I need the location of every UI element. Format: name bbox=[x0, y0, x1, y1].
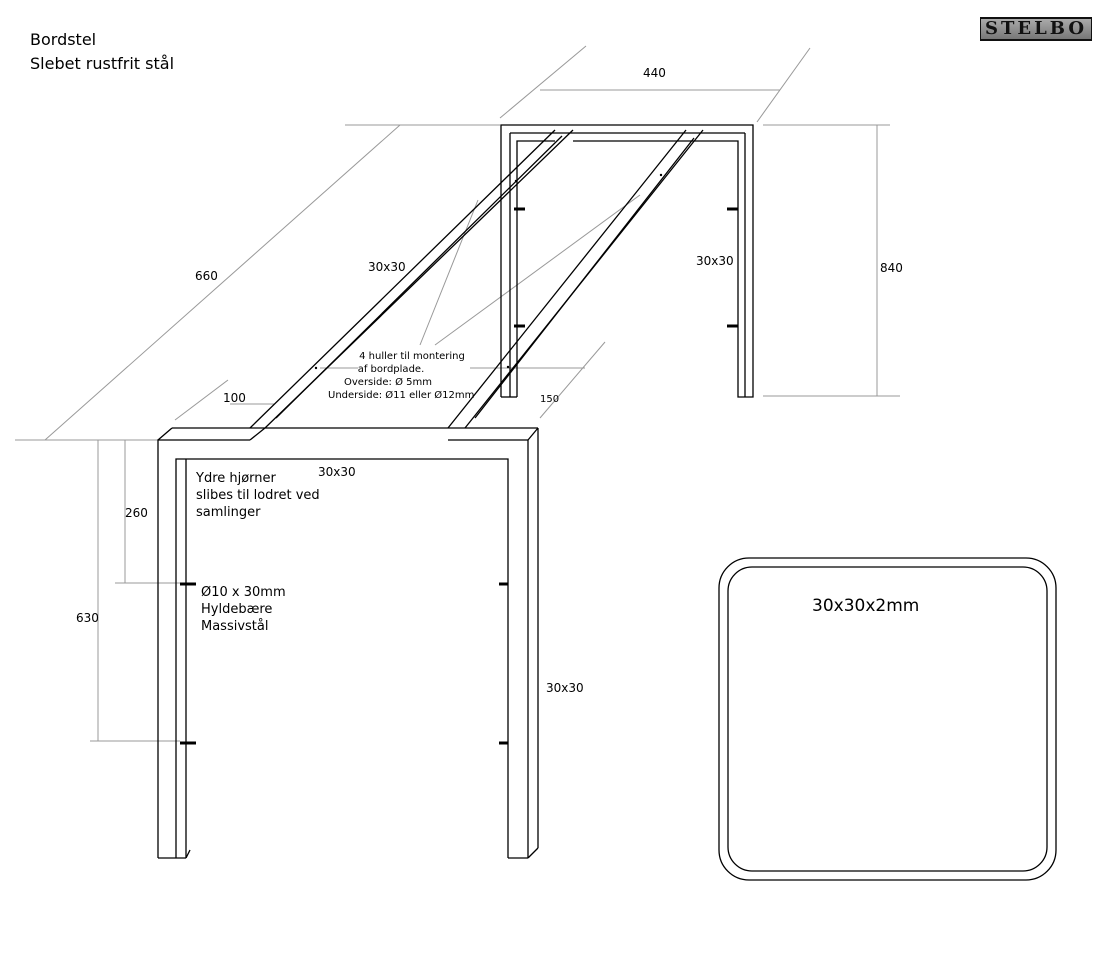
logo-text: STELBO bbox=[981, 19, 1091, 39]
title: Bordstel Slebet rustfrit stål bbox=[30, 28, 174, 76]
note-corners: Ydre hjørner slibes til lodret ved samli… bbox=[196, 470, 320, 521]
dimension-lines bbox=[15, 45, 900, 742]
note-pins: Ø10 x 30mm Hyldebære Massivstål bbox=[201, 584, 286, 635]
front-frame bbox=[157, 427, 539, 859]
profile-rail: 30x30 bbox=[368, 260, 406, 274]
back-frame bbox=[500, 124, 754, 398]
holes bbox=[314, 173, 663, 370]
note-line: samlinger bbox=[196, 505, 261, 520]
title-line1: Bordstel bbox=[30, 30, 97, 49]
note-line: Massivstål bbox=[201, 619, 269, 634]
title-line2: Slebet rustfrit stål bbox=[30, 54, 175, 73]
diagonal-rails bbox=[249, 129, 704, 429]
note-line: af bordplade. bbox=[357, 364, 425, 375]
stelbo-logo: STELBO bbox=[980, 17, 1092, 41]
dim-pin-spacing: 630 bbox=[76, 611, 99, 625]
profile-front-top: 30x30 bbox=[318, 465, 356, 479]
note-line: Ydre hjørner bbox=[196, 471, 276, 486]
dim-pin-top: 260 bbox=[125, 506, 148, 520]
dim-length: 660 bbox=[195, 269, 218, 283]
profile-section bbox=[718, 557, 1057, 881]
profile-back-leg: 30x30 bbox=[696, 254, 734, 268]
profile-front-leg: 30x30 bbox=[546, 681, 584, 695]
note-line: slibes til lodret ved bbox=[196, 488, 320, 503]
note-holes: 4 huller til montering af bordplade. Ove… bbox=[328, 350, 475, 402]
note-line: Ø10 x 30mm bbox=[201, 585, 286, 600]
pins bbox=[180, 207, 738, 745]
dim-width: 440 bbox=[643, 66, 666, 80]
note-line: Hyldebære bbox=[201, 602, 273, 617]
note-line: 4 huller til montering bbox=[359, 351, 465, 362]
dim-offset-front: 100 bbox=[223, 391, 246, 405]
dim-offset-back: 150 bbox=[540, 394, 560, 405]
note-line: Underside: Ø11 eller Ø12mm bbox=[328, 390, 475, 401]
dim-height: 840 bbox=[880, 261, 903, 275]
profile-section-label: 30x30x2mm bbox=[812, 596, 920, 616]
note-line: Overside: Ø 5mm bbox=[344, 377, 432, 388]
